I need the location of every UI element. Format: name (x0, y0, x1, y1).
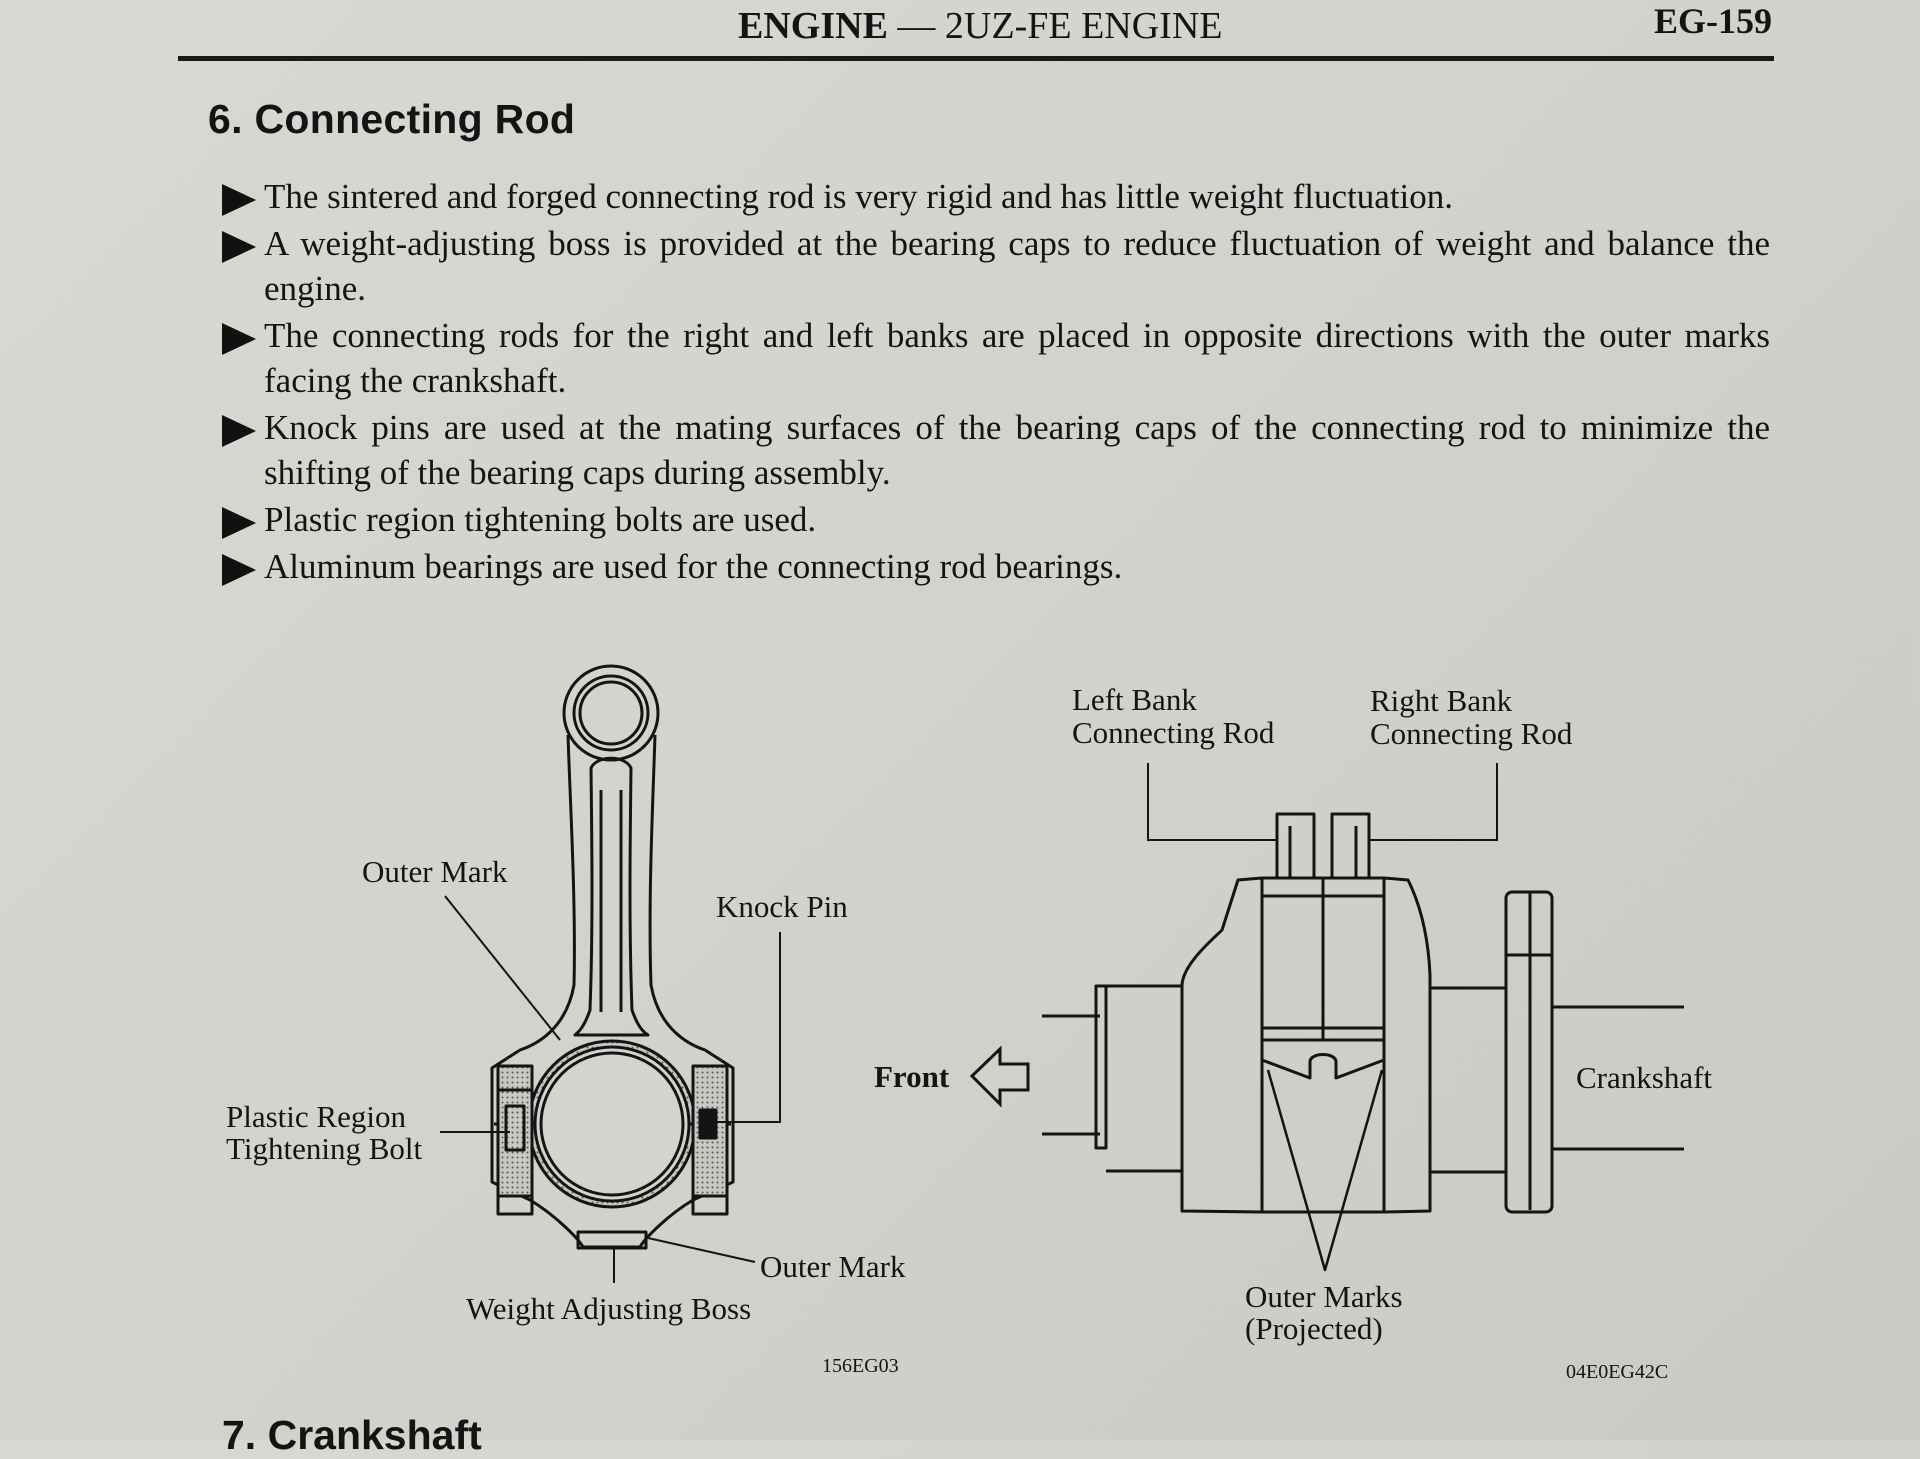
left-bank-rod-stub (1275, 812, 1316, 878)
bullet-list: The sintered and forged connecting rod i… (222, 174, 1770, 591)
rod-ibeam-channel (573, 756, 650, 1037)
bullet-item: Aluminum bearings are used for the conne… (222, 544, 1770, 589)
small-end-bore (578, 680, 644, 746)
crank-web-right (1382, 876, 1432, 1214)
leader-outer-mark-bottom (647, 1237, 756, 1263)
crank-web-left (1180, 876, 1264, 1214)
figure-code-left: 156EG03 (822, 1355, 899, 1377)
label-left-bank-1: Left Bank (1072, 682, 1197, 717)
bullet-text: The connecting rods for the right and le… (264, 316, 1770, 400)
bullet-item: The sintered and forged connecting rod i… (222, 174, 1770, 219)
front-flange (1094, 984, 1108, 1150)
leader-outer-mark-top (444, 895, 561, 1041)
right-bank-rod-stub (1330, 812, 1371, 878)
leader-right-bank (1369, 763, 1498, 841)
bolt-nut-left (496, 1194, 534, 1216)
big-end-bearing (533, 1045, 691, 1203)
outer-marks-projection (1266, 1069, 1384, 1272)
label-right-bank-1: Right Bank (1370, 683, 1513, 718)
label-knock-pin: Knock Pin (716, 889, 848, 924)
left-leader-lines (440, 895, 781, 1283)
rear-journal (1430, 986, 1508, 1174)
label-weight-boss: Weight Adjusting Boss (466, 1291, 751, 1326)
header-title-bold: ENGINE (738, 5, 888, 47)
bullet-arrow-icon (222, 554, 256, 586)
bullet-arrow-icon (222, 415, 256, 447)
weight-adjusting-boss (576, 1230, 648, 1250)
label-right-bank-2: Connecting Rod (1370, 716, 1573, 751)
small-end-inner (572, 674, 650, 752)
leader-knock-pin (712, 932, 781, 1123)
bullet-text: Knock pins are used at the mating surfac… (264, 408, 1770, 492)
bullet-arrow-icon (222, 184, 256, 216)
right-leader-lines (1147, 763, 1498, 841)
crankshaft-diagram (1042, 812, 1684, 1272)
bullet-text: Plastic region tightening bolts are used… (264, 500, 817, 539)
bullet-text: The sintered and forged connecting rod i… (264, 177, 1454, 216)
big-end-bore (539, 1051, 685, 1197)
bolt-shank (504, 1104, 526, 1152)
front-journal (1106, 984, 1184, 1173)
page-number: EG-159 (1653, 1, 1772, 41)
label-outer-mark-top: Outer Mark (362, 854, 508, 889)
label-outer-marks-2: (Projected) (1245, 1311, 1383, 1346)
bullet-arrow-icon (222, 231, 256, 263)
label-outer-mark-bottom: Outer Mark (760, 1249, 906, 1284)
leader-left-bank (1147, 763, 1277, 841)
header-title: ENGINE — 2UZ-FE ENGINE (738, 4, 1222, 48)
rod-big-end-marks (1260, 1040, 1386, 1080)
next-section-title: 7. Crankshaft (222, 1412, 482, 1458)
front-arrow-icon (969, 1045, 1030, 1108)
bullet-arrow-icon (222, 323, 256, 355)
figure-code-right: 04E0EG42C (1566, 1361, 1668, 1383)
bullet-item: Plastic region tightening bolts are used… (222, 497, 1770, 542)
bullet-item: A weight-adjusting boss is provided at t… (222, 221, 1770, 311)
connecting-rod-diagram (490, 664, 735, 1250)
section-title: 6. Connecting Rod (208, 96, 576, 142)
label-outer-marks-1: Outer Marks (1245, 1279, 1403, 1314)
bolt-nut-right (691, 1194, 729, 1216)
label-front: Front (874, 1059, 950, 1094)
label-left-bank-2: Connecting Rod (1072, 715, 1275, 750)
bullet-text: A weight-adjusting boss is provided at t… (264, 224, 1770, 308)
label-crankshaft: Crankshaft (1576, 1060, 1712, 1095)
bullet-item: Knock pins are used at the mating surfac… (222, 405, 1770, 495)
small-end-outer (562, 664, 660, 762)
label-plastic-bolt-1: Plastic Region (226, 1099, 406, 1134)
bullet-text: Aluminum bearings are used for the conne… (264, 547, 1123, 586)
page-header: ENGINE — 2UZ-FE ENGINE EG-159 (178, 0, 1774, 61)
header-title-rest: — 2UZ-FE ENGINE (887, 5, 1223, 47)
bullet-arrow-icon (222, 507, 256, 539)
bullet-item: The connecting rods for the right and le… (222, 313, 1770, 403)
knock-pin-mark (698, 1108, 718, 1140)
label-plastic-bolt-2: Tightening Bolt (226, 1131, 422, 1166)
